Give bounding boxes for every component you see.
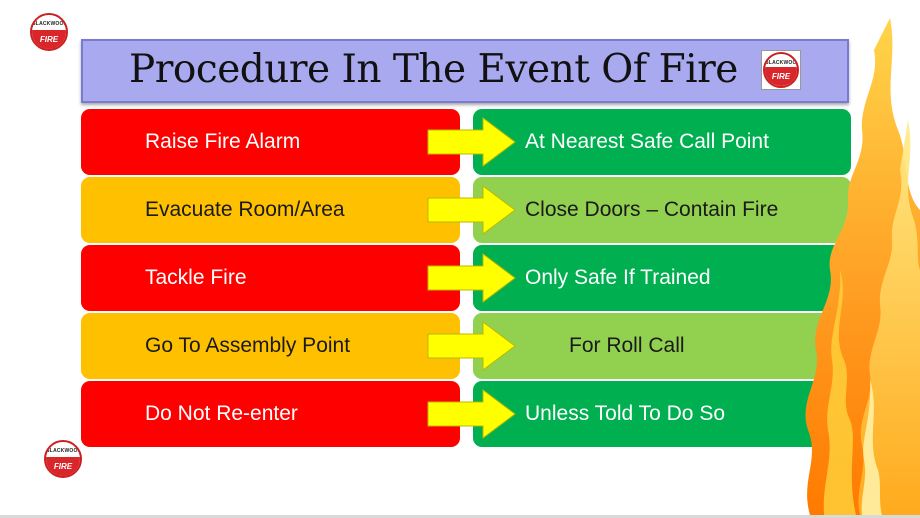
action-label: Go To Assembly Point <box>145 334 351 357</box>
detail-label: For Roll Call <box>569 334 685 357</box>
action-box: Evacuate Room/Area <box>81 177 460 243</box>
detail-label: Unless Told To Do So <box>525 402 726 425</box>
action-label: Tackle Fire <box>145 266 247 289</box>
action-box: Go To Assembly Point <box>81 313 460 379</box>
detail-label: At Nearest Safe Call Point <box>525 130 769 153</box>
title-logo-icon: BLACKWOOD FIRE <box>761 50 801 90</box>
detail-label: Close Doors – Contain Fire <box>525 198 779 221</box>
right-arrow-icon <box>427 253 516 303</box>
right-arrow-icon <box>427 321 516 371</box>
action-box: Tackle Fire <box>81 245 460 311</box>
right-arrow-icon <box>427 185 516 235</box>
divider <box>0 515 920 518</box>
action-box: Raise Fire Alarm <box>81 109 460 175</box>
detail-box: Only Safe If Trained <box>473 245 851 311</box>
page-title: Procedure In The Event Of Fire <box>129 47 738 92</box>
flames-icon <box>805 18 920 515</box>
right-arrow-icon <box>427 389 516 439</box>
action-label: Raise Fire Alarm <box>145 130 301 153</box>
action-label: Evacuate Room/Area <box>145 198 345 221</box>
right-arrow-icon <box>427 117 516 167</box>
detail-box: For Roll Call <box>473 313 851 379</box>
detail-box: At Nearest Safe Call Point <box>473 109 851 175</box>
logo-icon: BLACKWOOD FIRE <box>44 440 82 478</box>
logo-icon: BLACKWOOD FIRE <box>30 13 68 51</box>
logo-icon: BLACKWOOD FIRE <box>763 52 799 88</box>
title-bar: Procedure In The Event Of Fire BLACKWOOD… <box>81 39 849 103</box>
detail-box: Close Doors – Contain Fire <box>473 177 851 243</box>
action-box: Do Not Re-enter <box>81 381 460 447</box>
detail-box: Unless Told To Do So <box>473 381 851 447</box>
detail-label: Only Safe If Trained <box>525 266 711 289</box>
action-label: Do Not Re-enter <box>145 402 298 425</box>
